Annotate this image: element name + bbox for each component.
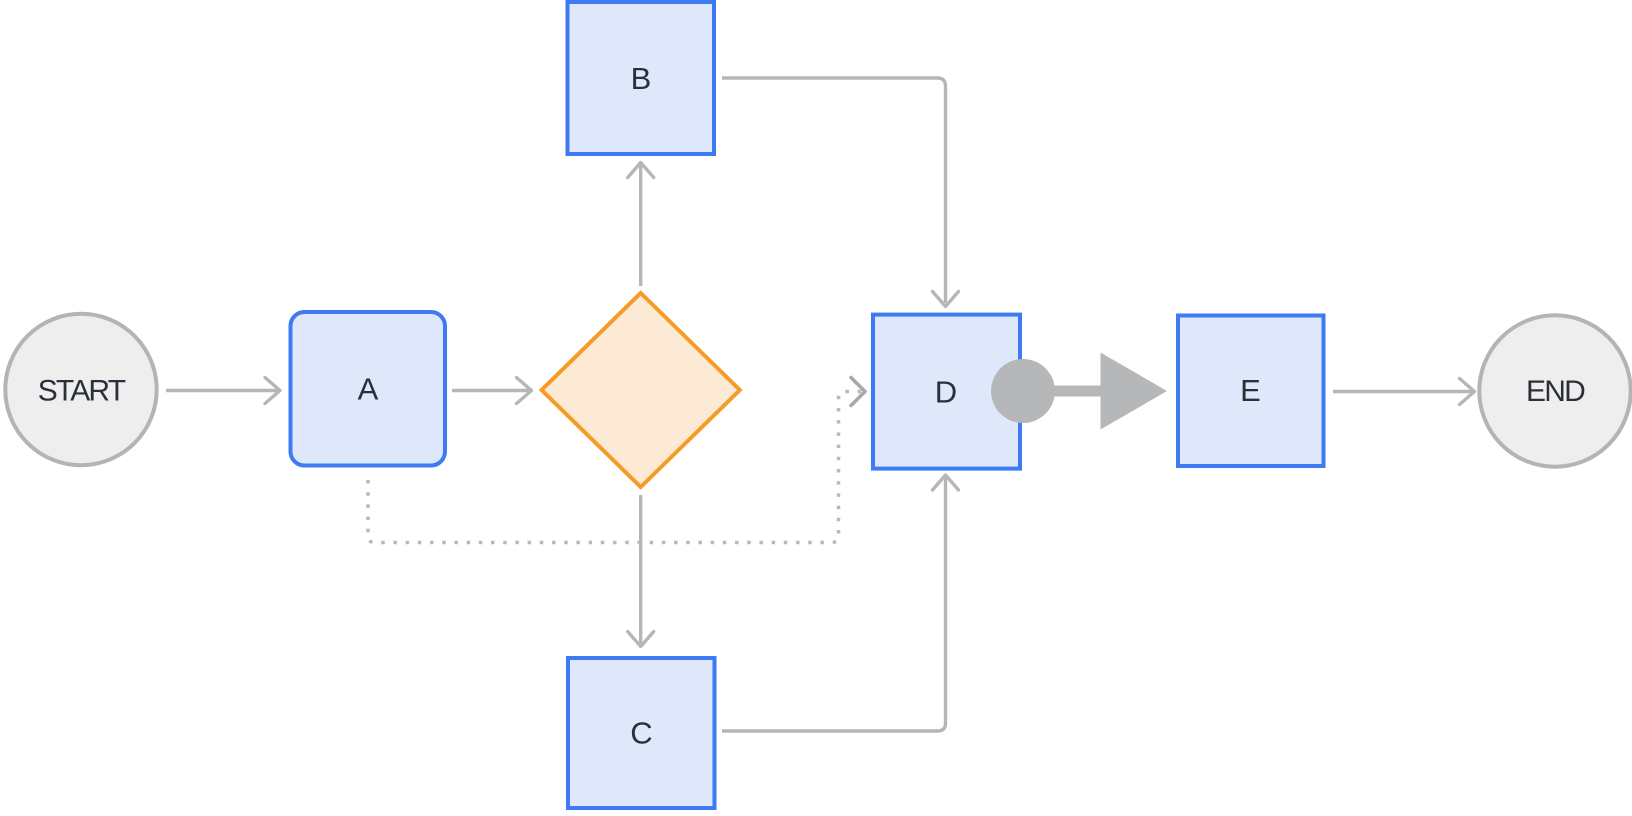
svg-text:B: B [631, 61, 652, 96]
svg-text:END: END [1526, 375, 1585, 408]
svg-text:A: A [358, 372, 379, 407]
svg-text:C: C [630, 716, 652, 751]
svg-text:START: START [38, 375, 126, 408]
svg-text:E: E [1240, 373, 1261, 408]
svg-text:D: D [935, 375, 957, 410]
